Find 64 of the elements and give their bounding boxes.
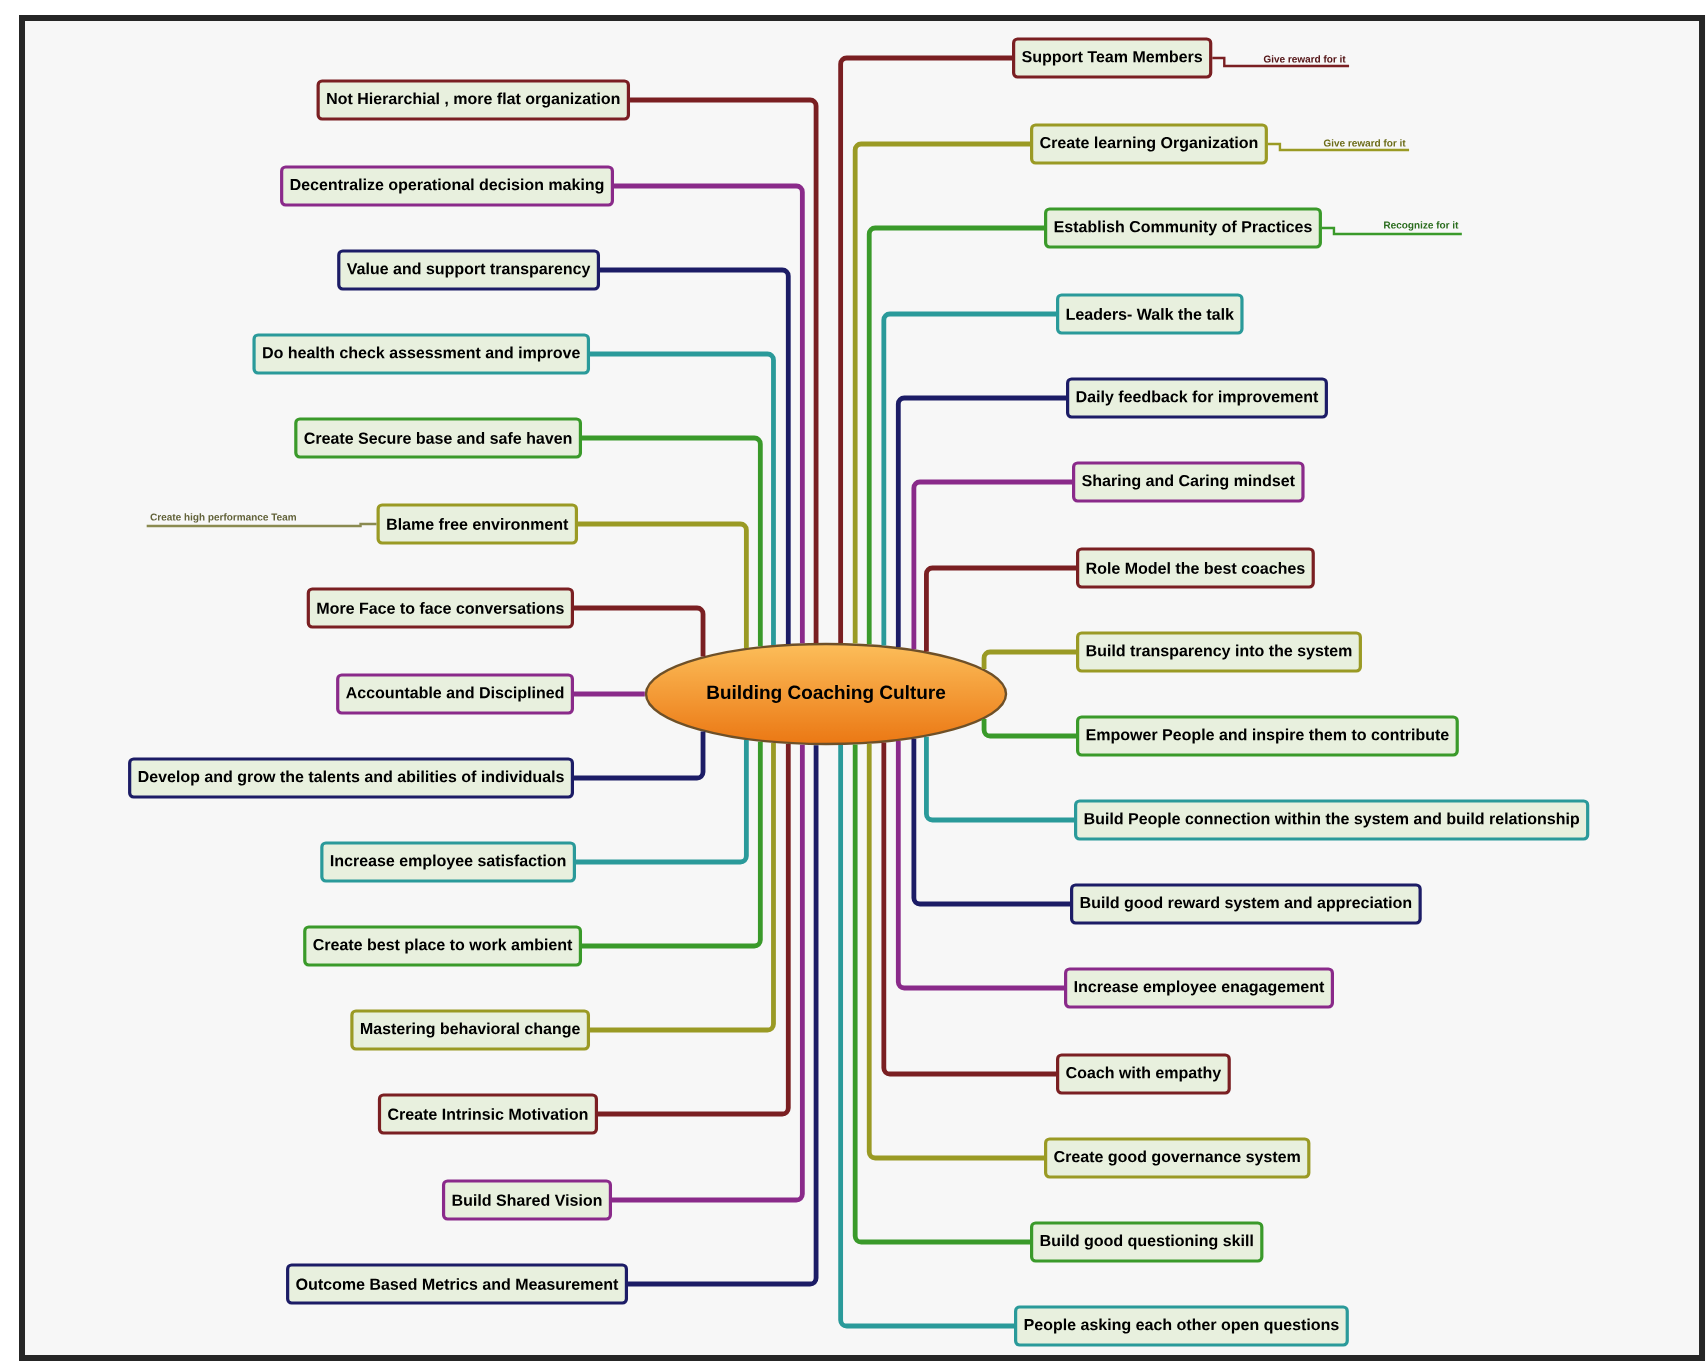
branch-line (881, 311, 1056, 646)
topic-box: Blame free environment (376, 503, 578, 545)
branch-line (582, 741, 763, 949)
topic-box: Daily feedback for improvement (1066, 377, 1328, 419)
branch-line (838, 745, 1014, 1329)
branch-line (924, 565, 1076, 652)
branch-line (612, 744, 805, 1203)
topic-box: Create learning Organization (1030, 123, 1268, 165)
branch-line (630, 97, 819, 643)
branch-line (924, 736, 1074, 823)
topic-box: Support Team Members (1012, 37, 1213, 79)
branch-line (866, 225, 1044, 645)
topic-box: Role Model the best coaches (1076, 547, 1315, 589)
branch-line (582, 435, 763, 647)
topic-box: Outcome Based Metrics and Measurement (286, 1263, 628, 1305)
topic-box: Increase employee satisfaction (320, 841, 576, 883)
topic-box: Build transparency into the system (1076, 631, 1362, 673)
topic-box: Develop and grow the talents and abilities of individuals (128, 757, 574, 799)
leader-line (1321, 226, 1462, 236)
topic-box: Create best place to work ambient (303, 925, 582, 967)
topic-box: Create Secure base and safe haven (294, 417, 582, 459)
branch-line (895, 740, 1064, 991)
topic-box: Do health check assessment and improve (252, 333, 590, 375)
branch-line (590, 351, 776, 645)
branch-line (614, 183, 805, 644)
topic-box: Accountable and Disciplined (336, 673, 574, 715)
topic-box: Increase employee enagagement (1064, 967, 1334, 1009)
topic-box: Sharing and Caring mindset (1072, 461, 1305, 503)
branch-line (576, 740, 749, 865)
topic-box: Empower People and inspire them to contribute (1076, 715, 1459, 757)
topic-box: Mastering behavioral change (350, 1009, 590, 1051)
topic-box: Build good reward system and appreciation (1070, 883, 1422, 925)
branch-line (881, 742, 1056, 1077)
branch-line (981, 719, 1076, 739)
branch-line (852, 744, 1030, 1245)
branch-line (598, 744, 791, 1117)
topic-box: Establish Community of Practices (1044, 207, 1322, 249)
leader-line (1212, 56, 1350, 68)
branch-line (600, 267, 791, 644)
branch-line (911, 738, 1070, 907)
leader-line (146, 522, 377, 528)
topic-box: Build Shared Vision (441, 1179, 612, 1221)
branch-line (590, 743, 776, 1033)
topic-box: Decentralize operational decision making (280, 165, 614, 207)
topic-box: Coach with empathy (1056, 1053, 1231, 1095)
topic-box: Not Hierarchial , more flat organization (316, 79, 630, 121)
branch-line (838, 55, 1012, 643)
branch-line (895, 395, 1066, 648)
topic-box: Leaders- Walk the talk (1056, 293, 1244, 335)
topic-box: Create good governance system (1044, 1137, 1311, 1179)
leader-line (1267, 142, 1410, 152)
topic-box: Build good questioning skill (1030, 1221, 1264, 1263)
branch-line (574, 691, 645, 697)
topic-box: Build People connection within the system and build relationship (1074, 799, 1590, 841)
topic-box: Value and support transparency (337, 249, 600, 291)
topic-box: People asking each other open questions (1014, 1305, 1349, 1347)
branch-line (981, 649, 1076, 669)
topic-box: Create Intrinsic Motivation (377, 1093, 598, 1135)
branch-line (866, 743, 1044, 1161)
branch-line (578, 521, 749, 648)
topic-box: More Face to face conversations (306, 587, 574, 629)
branch-line (911, 479, 1072, 650)
branch-line (628, 745, 819, 1287)
branch-line (852, 141, 1030, 644)
